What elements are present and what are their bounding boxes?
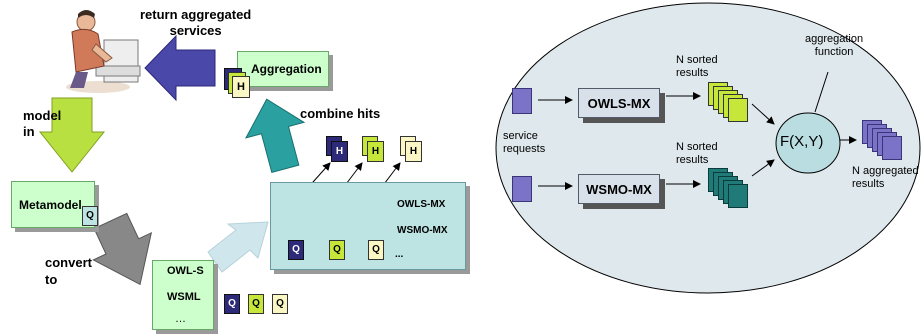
function-pointer-line — [814, 71, 829, 113]
aggregation-label: Aggregation — [251, 62, 322, 76]
owls-mx-box: OWLS-MX — [578, 88, 660, 118]
hit-doc-icon: H — [405, 141, 422, 162]
format-item: … — [175, 313, 186, 325]
aggregation-function-node — [775, 112, 841, 174]
matcher-name: OWLS-MX — [397, 199, 446, 210]
results-to-function-arrow — [751, 103, 775, 125]
aggregation-box: Aggregation — [237, 51, 329, 87]
return-arrow — [144, 34, 216, 102]
aggregated-results-label: N aggregated results — [852, 165, 919, 190]
convert-to-arrow — [92, 212, 153, 286]
formats-box: OWL-S WSML … — [152, 260, 214, 330]
query-doc-icon: Q — [288, 240, 304, 260]
metamodel-box: Metamodel — [11, 181, 95, 228]
convert-to-label: convert to — [45, 255, 92, 287]
format-item: WSML — [167, 291, 201, 303]
combine-hits-arrow — [245, 98, 306, 174]
sorted-results-label-bottom: N sorted results — [676, 141, 718, 166]
metamodel-label: Metamodel — [19, 198, 82, 212]
query-doc-icon: Q — [82, 206, 98, 226]
combine-hits-label: combine hits — [300, 106, 381, 121]
query-doc-icon: Q — [329, 240, 345, 260]
query-doc-icon: Q — [368, 240, 384, 260]
submit-arrow — [207, 221, 269, 273]
service-requests-label: service requests — [503, 130, 546, 155]
matchmaker-ellipse — [495, 2, 921, 294]
wsmo-mx-box: WSMO-MX — [578, 174, 660, 204]
format-item: OWL-S — [167, 265, 204, 277]
return-label: return aggregated services — [140, 7, 252, 38]
function-formula: F(X,Y) — [780, 133, 824, 150]
query-doc-icon: Q — [272, 294, 288, 314]
hit-doc-icon: H — [232, 76, 250, 98]
user-at-computer-illustration — [66, 10, 141, 93]
model-in-arrow — [38, 97, 106, 173]
sorted-result-doc-icon — [728, 184, 748, 208]
query-doc-icon: Q — [248, 294, 264, 314]
model-in-label: model in — [23, 108, 62, 139]
sorted-result-doc-icon — [728, 98, 748, 122]
service-request-doc-icon — [512, 176, 532, 202]
sorted-results-label-top: N sorted results — [676, 54, 718, 79]
matcher-name: WSMO-MX — [397, 225, 448, 236]
hit-doc-icon: H — [331, 141, 348, 162]
query-doc-icon: Q — [224, 294, 240, 314]
service-request-doc-icon — [512, 88, 532, 114]
aggregated-result-doc-icon — [882, 136, 902, 160]
results-to-function-arrow-2 — [751, 159, 775, 177]
hit-doc-icon: H — [367, 141, 384, 162]
aggregation-function-label: aggregation function — [805, 33, 864, 58]
matcher-box: OWLS-MX WSMO-MX Q Q Q ... — [270, 182, 466, 270]
more-ellipsis: ... — [395, 249, 404, 260]
